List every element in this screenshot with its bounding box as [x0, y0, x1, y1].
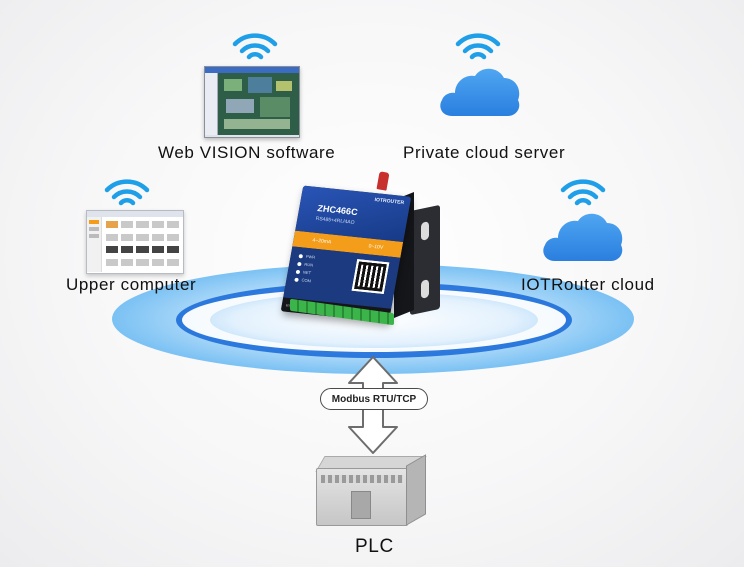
- plc-device: [312, 454, 430, 528]
- band-left-text: 4~20mA: [311, 237, 332, 246]
- web-vision-label: Web VISION software: [158, 143, 336, 162]
- gateway-device: IOTROUTER ZHC466C RS485+4RL/4AO 4~20mA 0…: [280, 170, 446, 340]
- qr-code: [351, 259, 390, 294]
- cloud-icon: [440, 68, 520, 116]
- cloud-icon: [543, 213, 623, 261]
- led-label: RUN: [304, 261, 314, 268]
- led-label: COM: [301, 277, 312, 284]
- iotrouter-cloud-label: IOTRouter cloud: [521, 275, 655, 294]
- wifi-icon: [104, 179, 150, 206]
- wifi-icon: [232, 33, 278, 60]
- protocol-text: Modbus RTU/TCP: [331, 393, 417, 405]
- led-label: NET: [302, 269, 312, 276]
- status-leds: PWR RUN NET COM: [294, 253, 316, 284]
- mounting-ear: [410, 204, 440, 316]
- wifi-icon: [455, 33, 501, 60]
- upper-computer-screenshot: [86, 210, 184, 274]
- upper-computer-label: Upper computer: [66, 275, 197, 294]
- plc-label: PLC: [355, 536, 394, 557]
- subtitle-text: RS485+4RL/4AO: [315, 215, 355, 226]
- private-cloud-label: Private cloud server: [403, 143, 566, 162]
- brand-text: IOTROUTER: [374, 197, 405, 207]
- wifi-icon: [560, 179, 606, 206]
- band-right-text: 0~10V: [367, 243, 384, 251]
- antenna: [376, 171, 390, 191]
- protocol-label: Modbus RTU/TCP: [320, 388, 428, 410]
- model-text: ZHC466C: [316, 203, 359, 218]
- web-vision-screenshot: [204, 66, 300, 138]
- led-label: PWR: [305, 253, 316, 260]
